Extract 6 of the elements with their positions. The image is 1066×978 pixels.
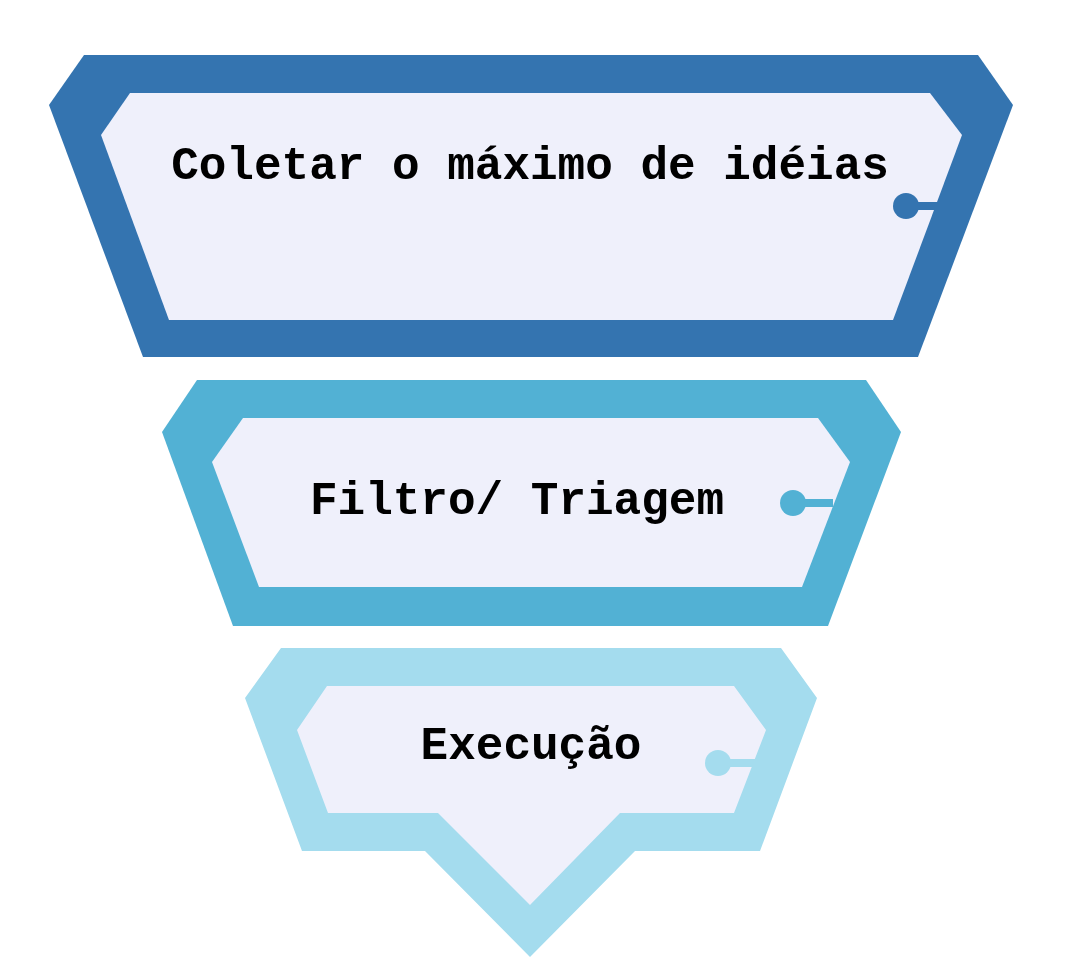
stage-label: Coletar o máximo de idéias — [171, 140, 889, 195]
funnel-stage — [49, 55, 1013, 357]
funnel-stage — [245, 648, 817, 957]
stage-label: Filtro/ Triagem — [309, 475, 725, 530]
stage-label: Execução — [420, 720, 642, 775]
funnel-stage — [162, 380, 901, 626]
